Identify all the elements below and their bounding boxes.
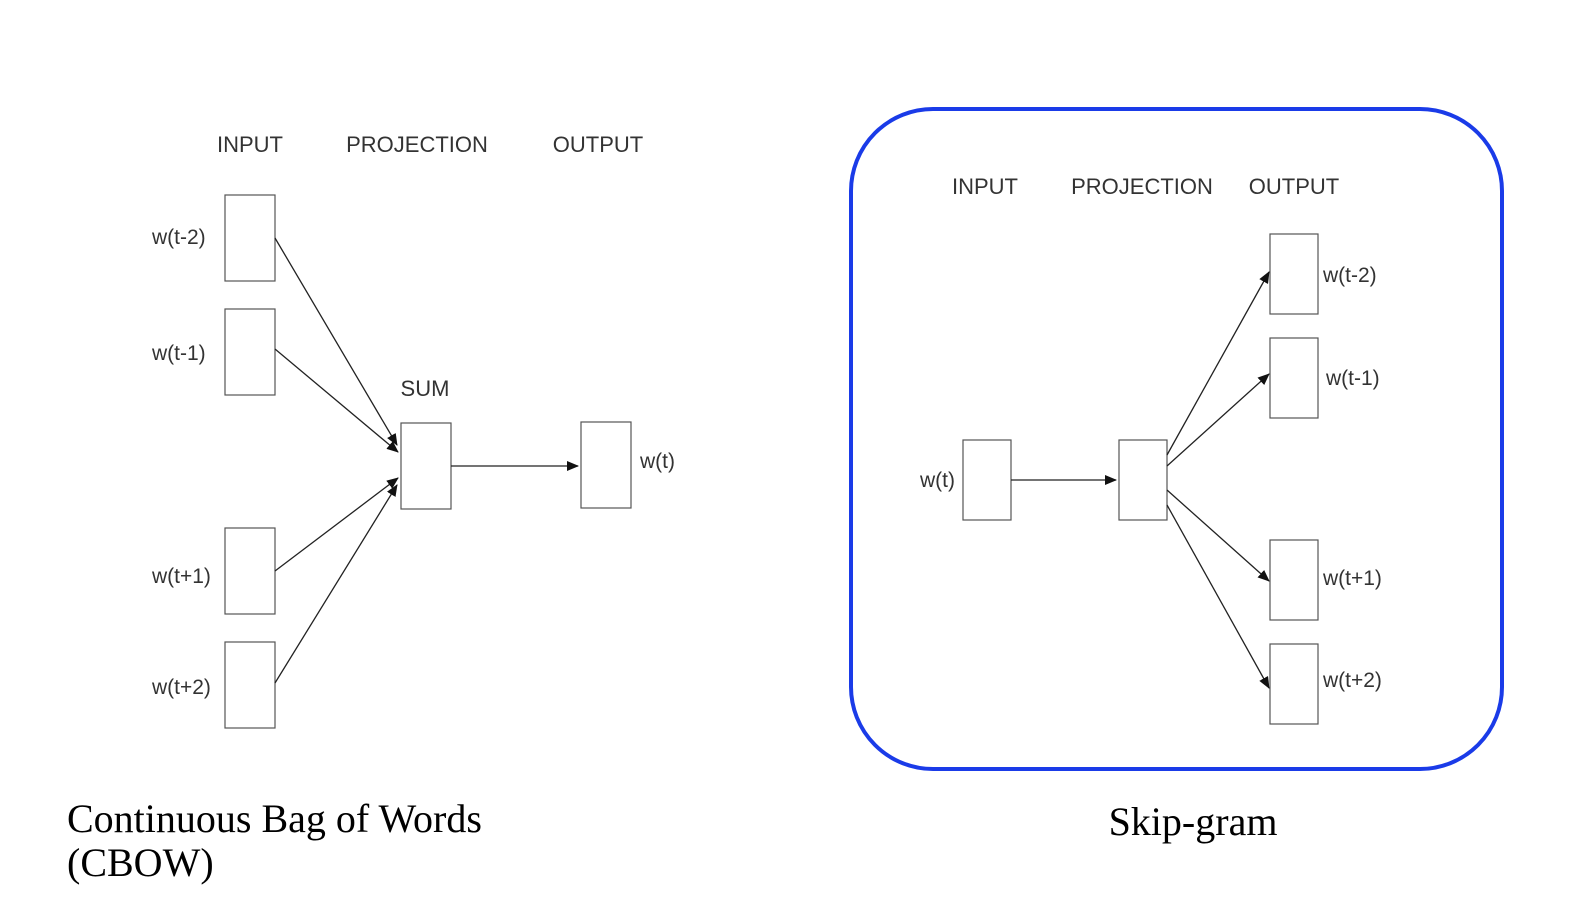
cbow-input-box-3 [224, 527, 276, 615]
skipgram-edge-3 [1166, 489, 1270, 582]
cbow-edge-2 [274, 348, 399, 453]
cbow-caption-line1: Continuous Bag of Words [67, 796, 482, 841]
cbow-input-label-3: w(t+1) [151, 565, 211, 588]
cbow-input-box-2 [224, 308, 276, 396]
skipgram-header-projection: PROJECTION [1071, 174, 1213, 199]
skipgram-header-input: INPUT [952, 174, 1018, 199]
skipgram-diagram: INPUT PROJECTION OUTPUT w(t) w(t-2) w(t-… [849, 107, 1504, 844]
cbow-output-box [580, 421, 632, 509]
skipgram-edge-1 [1166, 271, 1270, 456]
cbow-header-output: OUTPUT [553, 132, 643, 157]
skipgram-output-label-4: w(t+2) [1322, 669, 1382, 692]
cbow-diagram: INPUT PROJECTION OUTPUT w(t-2) w(t-1) w(… [67, 132, 675, 885]
cbow-edge-3 [274, 477, 399, 572]
skipgram-output-label-1: w(t-2) [1322, 264, 1377, 287]
cbow-header-projection: PROJECTION [346, 132, 488, 157]
cbow-edge-1 [274, 237, 398, 446]
cbow-edge-4 [274, 484, 398, 684]
cbow-input-box-4 [224, 641, 276, 729]
cbow-caption-line2: (CBOW) [67, 840, 214, 885]
skipgram-caption: Skip-gram [1109, 799, 1278, 844]
cbow-input-box-1 [224, 194, 276, 282]
skipgram-edge-2 [1166, 373, 1270, 467]
cbow-input-label-1: w(t-2) [151, 226, 206, 249]
skipgram-output-label-3: w(t+1) [1322, 567, 1382, 590]
cbow-output-label: w(t) [639, 450, 675, 473]
cbow-input-label-4: w(t+2) [151, 676, 211, 699]
cbow-input-label-2: w(t-1) [151, 342, 206, 365]
skipgram-output-box-1 [1269, 233, 1319, 315]
skipgram-output-box-3 [1269, 539, 1319, 621]
skipgram-input-label: w(t) [919, 469, 955, 492]
skipgram-input-box [962, 439, 1012, 521]
skipgram-output-label-2: w(t-1) [1325, 367, 1380, 390]
cbow-header-input: INPUT [217, 132, 283, 157]
skipgram-projection-box [1118, 439, 1168, 521]
skipgram-output-box-2 [1269, 337, 1319, 419]
skipgram-output-box-4 [1269, 643, 1319, 725]
cbow-projection-box [400, 422, 452, 510]
skipgram-highlight-frame [849, 107, 1504, 771]
skipgram-edge-4 [1166, 504, 1270, 689]
cbow-sum-label: SUM [401, 376, 450, 401]
skipgram-header-output: OUTPUT [1249, 174, 1339, 199]
